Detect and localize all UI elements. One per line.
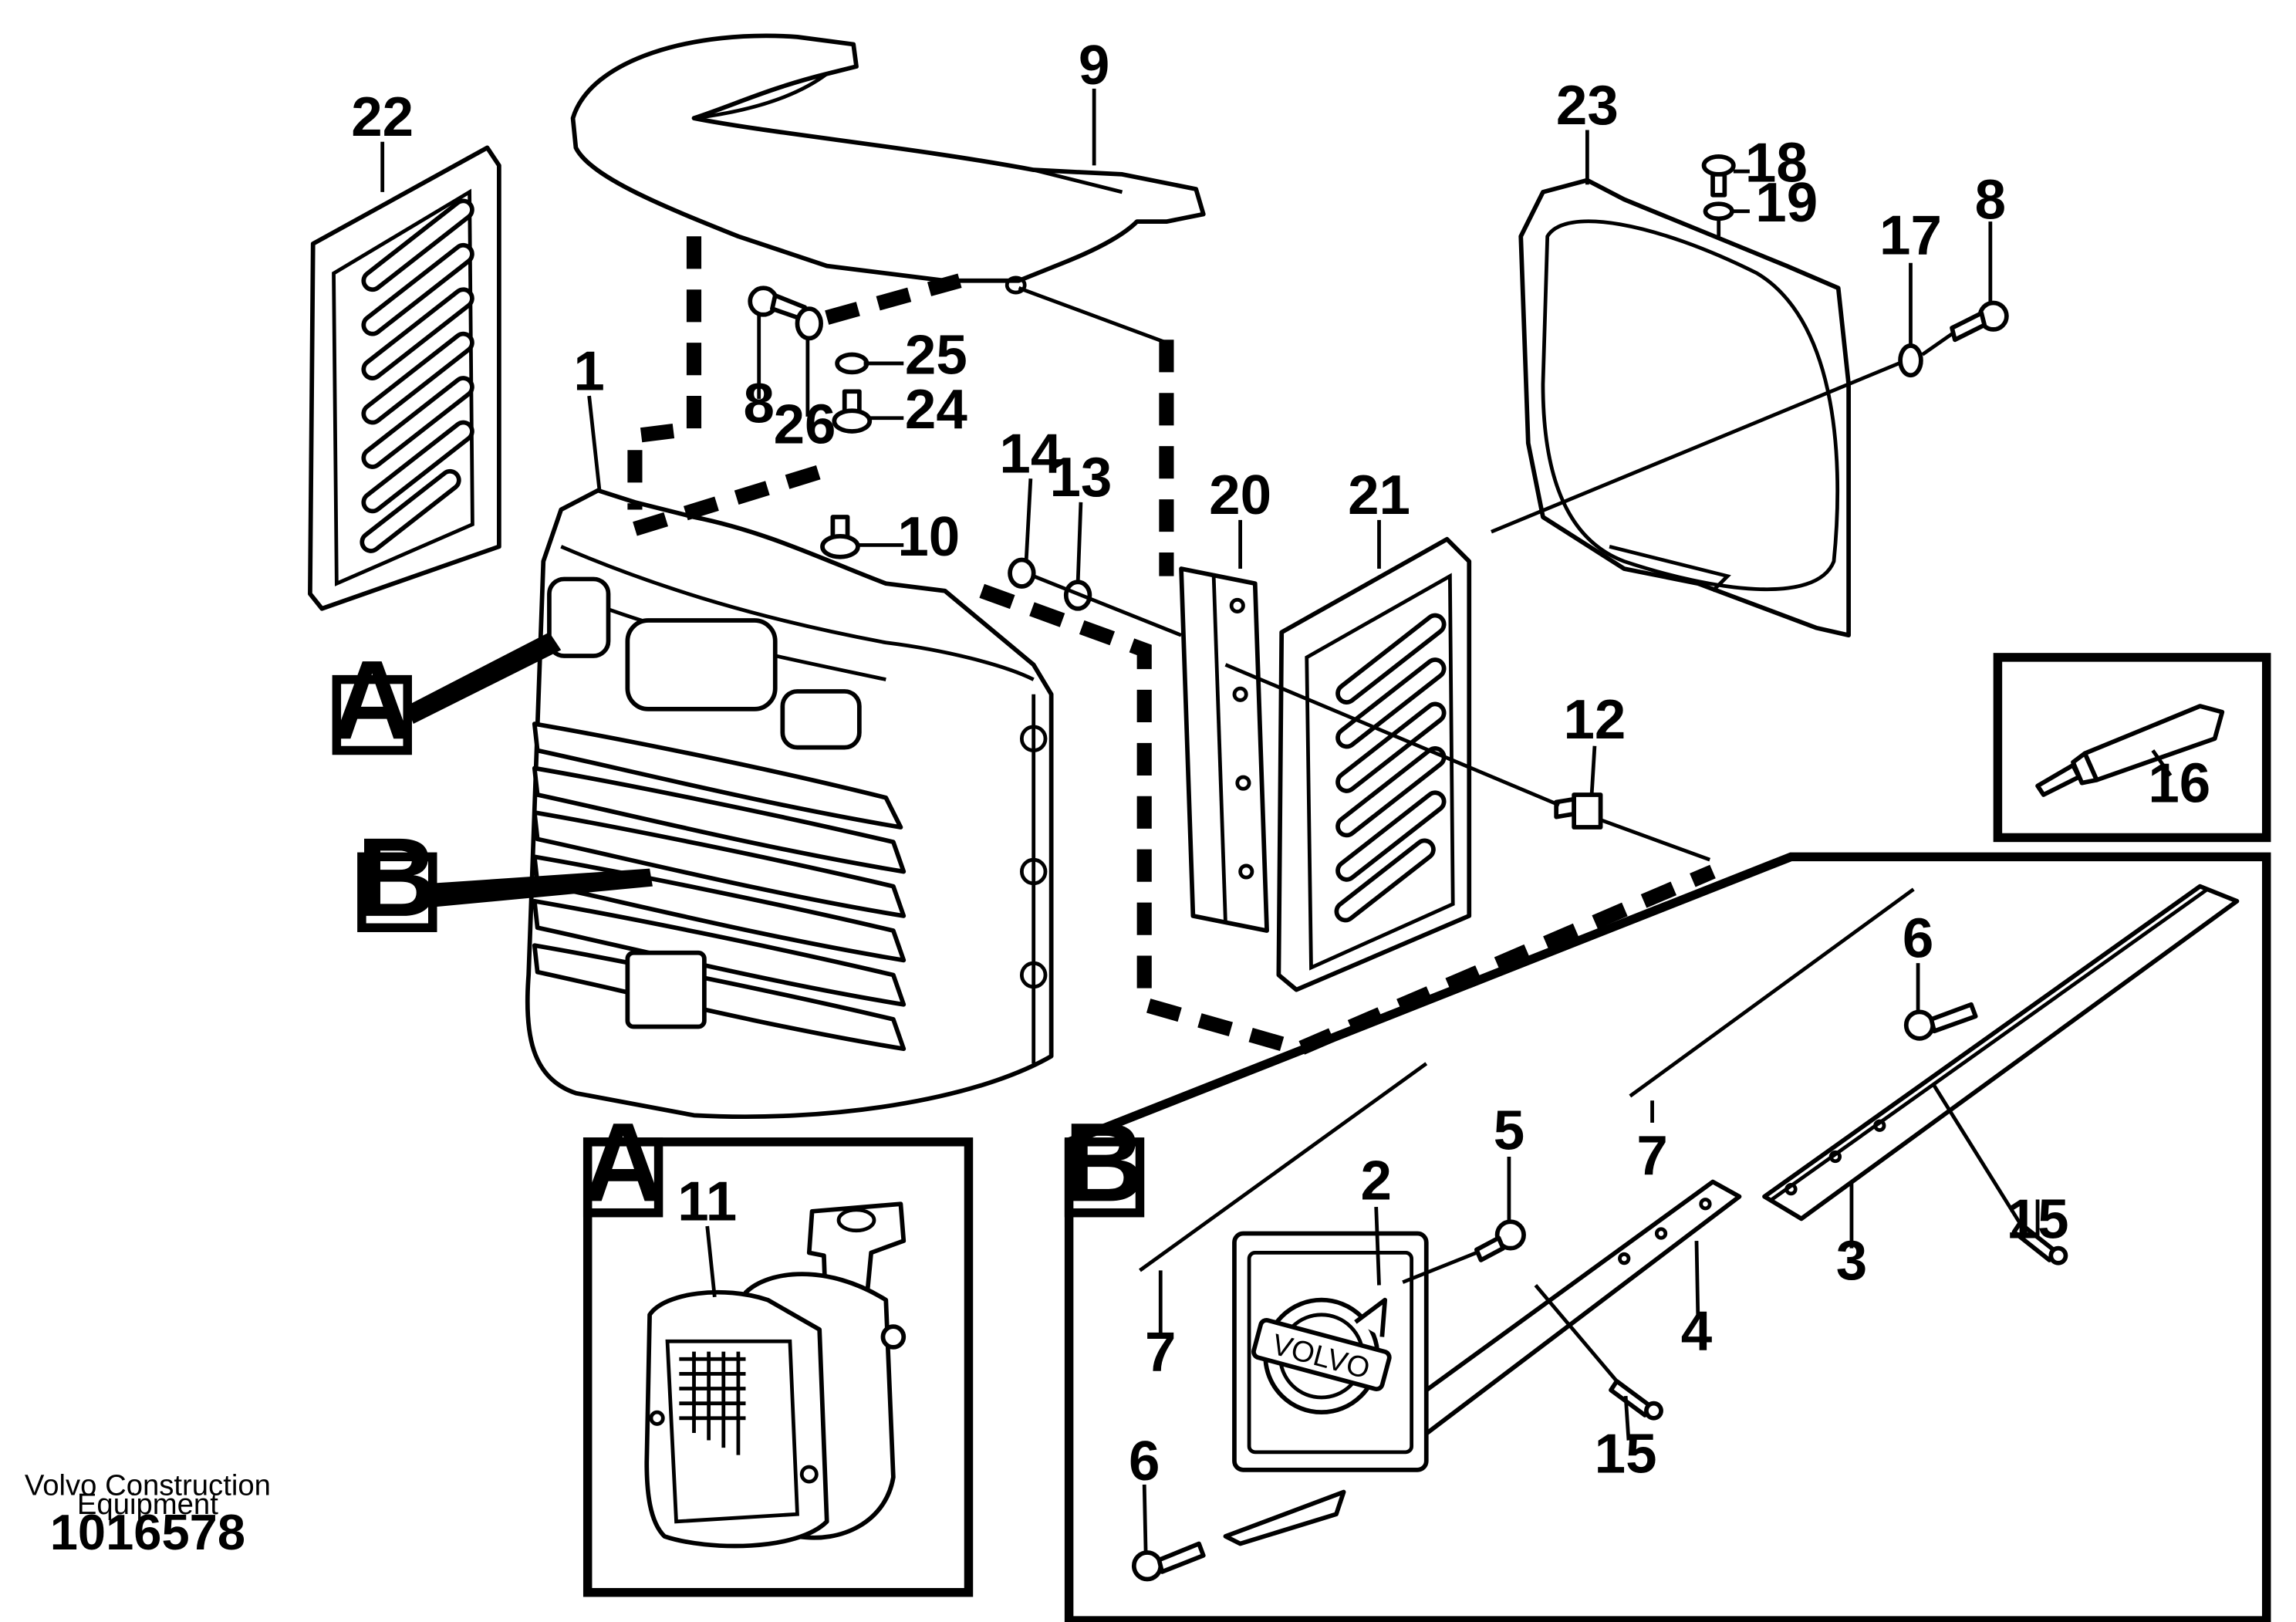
screw-10 (820, 515, 860, 559)
brand-line-1: Volvo Construction (25, 1468, 271, 1502)
callout-24: 24 (905, 378, 967, 441)
callout-1: 1 (573, 340, 604, 402)
lamp-lens-mesh (679, 1351, 746, 1455)
callout-17: 17 (1879, 204, 1942, 266)
document-number: 1016578 (50, 1504, 245, 1560)
callout-6-bottom: 6 (1129, 1430, 1160, 1492)
screw-24 (832, 389, 873, 434)
callout-26: 26 (774, 393, 836, 455)
washer-26 (795, 306, 823, 341)
callout-7-left: 7 (1145, 1321, 1176, 1384)
detail-box-b: B VOLVO (1064, 852, 2271, 1622)
trim-strip-3 (1762, 884, 2240, 1222)
sealant-tube (2035, 704, 2225, 797)
callout-14: 14 (999, 423, 1062, 485)
callout-9: 9 (1079, 34, 1109, 96)
callout-12: 12 (1563, 688, 1626, 751)
volvo-emblem: VOLVO (1232, 1231, 1429, 1472)
callout-8-left: 8 (743, 373, 774, 435)
callout-19: 19 (1755, 171, 1818, 234)
screw-6-top (1903, 1002, 1978, 1041)
pointer-label-a: A (332, 637, 413, 762)
callout-11: 11 (677, 1170, 737, 1232)
trim-strip-4 (1223, 1179, 1742, 1546)
callout-16: 16 (2148, 752, 2210, 815)
detail-label-a: A (582, 1099, 663, 1225)
callout-3: 3 (1836, 1229, 1867, 1292)
detail-box-16 (1993, 653, 2271, 843)
callout-25: 25 (905, 323, 967, 386)
callout-labels: 22 9 23 18 19 17 8 1 8 26 25 24 10 14 13… (351, 34, 2210, 1492)
front-grille-housing (525, 488, 1054, 1120)
washer-25 (835, 352, 869, 375)
screw-15-left (1609, 1379, 1663, 1421)
clip-nut-12 (1554, 792, 1603, 830)
callout-10: 10 (897, 505, 960, 568)
washer-19 (1703, 201, 1734, 221)
screw-15-right (2011, 1221, 2068, 1265)
brand-line-2: Equipment (77, 1488, 218, 1521)
detail-label-b: B (1064, 1099, 1145, 1225)
callout-5: 5 (1494, 1099, 1524, 1161)
washer-14 (1008, 557, 1036, 589)
callout-8-right: 8 (1975, 168, 2006, 231)
screw-6-bottom (1131, 1541, 1206, 1582)
callout-2: 2 (1360, 1149, 1391, 1211)
callout-4: 4 (1681, 1300, 1713, 1363)
footer-branding: Volvo Construction Equipment 1016578 (25, 1468, 271, 1560)
pointer-tag-a: A (332, 632, 562, 762)
mounting-bracket (1179, 566, 1269, 933)
callout-13: 13 (1049, 446, 1112, 509)
pointer-tag-b: B (356, 814, 653, 940)
washer-17 (1898, 343, 1923, 378)
detail-box-a: A (582, 1099, 974, 1597)
fan-shroud (1518, 177, 1851, 638)
callout-18: 18 (1745, 131, 1808, 194)
callout-6-top: 6 (1903, 907, 1933, 970)
fasteners (748, 154, 2009, 830)
assembly-dashed-lines (627, 236, 1716, 1057)
work-lamp (644, 1201, 907, 1549)
callout-20: 20 (1209, 464, 1271, 526)
hood-top-cover (570, 33, 1206, 295)
callout-22: 22 (351, 86, 414, 148)
callout-15-right: 15 (2007, 1188, 2069, 1250)
bolt-18 (1701, 154, 1736, 198)
callout-15-left: 15 (1595, 1423, 1657, 1485)
leader-lines (380, 88, 1993, 862)
bolt-8-right (1950, 300, 2009, 343)
callout-23: 23 (1556, 74, 1619, 137)
side-grille-right (1276, 536, 1472, 992)
pointer-label-b: B (356, 814, 437, 940)
screw-5 (1474, 1219, 1526, 1262)
side-grille-left (308, 145, 501, 611)
callout-7-right: 7 (1636, 1124, 1667, 1187)
callout-21: 21 (1348, 464, 1410, 526)
